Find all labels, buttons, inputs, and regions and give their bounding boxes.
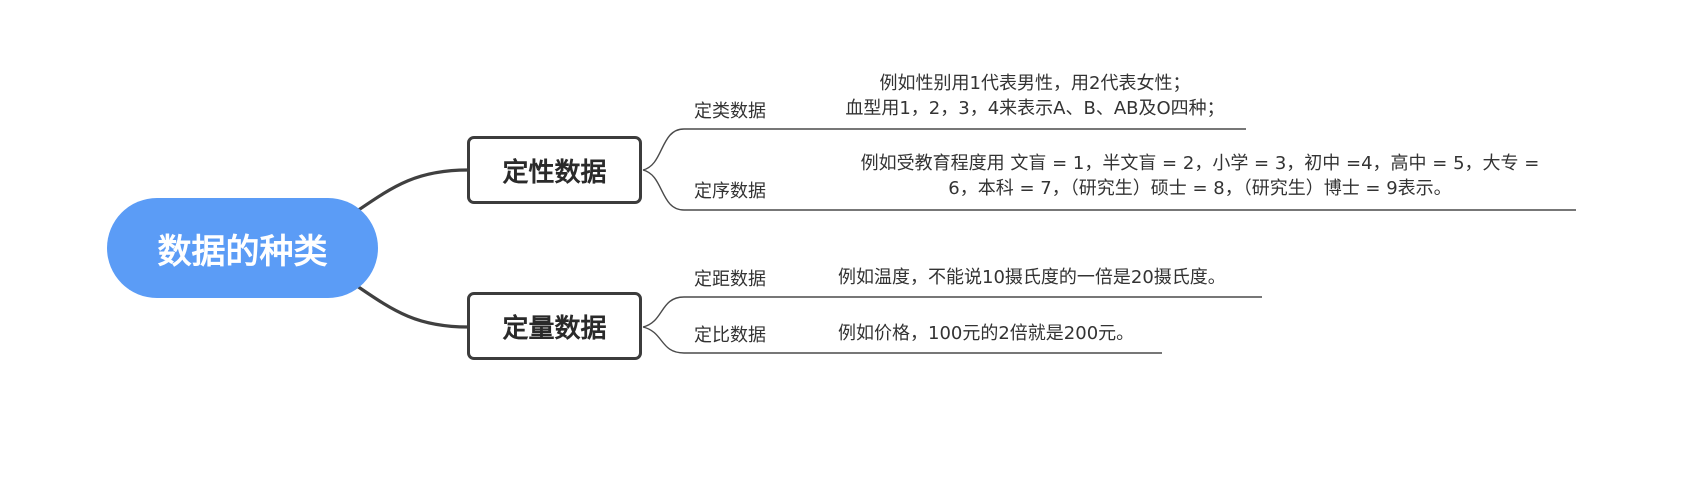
branch-label-quantitative: 定量数据 (502, 313, 607, 344)
description-ratio-line-1: 例如价格，100元的2倍就是200元。 (838, 323, 1135, 344)
root-node[interactable]: 数据的种类 (107, 198, 378, 298)
leaf-label-interval[interactable]: 定距数据 (694, 269, 766, 290)
branch-label-qualitative: 定性数据 (502, 157, 607, 188)
description-interval: 例如温度，不能说10摄氏度的一倍是20摄氏度。 (838, 265, 1226, 290)
root-connector-qualitative (356, 168, 469, 213)
description-ordinal-line-2: 6，本科 = 7，（研究生）硕士 = 8，（研究生）博士 = 9表示。 (948, 178, 1452, 199)
description-nominal: 例如性别用1代表男性，用2代表女性； 血型用1，2，3，4来表示A、B、AB及O… (830, 71, 1240, 121)
description-nominal-line-2: 血型用1，2，3，4来表示A、B、AB及O四种； (845, 98, 1225, 119)
description-ordinal-line-1: 例如受教育程度用 文盲 = 1，半文盲 = 2，小学 = 3，初中 =4，高中 … (860, 153, 1540, 174)
description-ordinal: 例如受教育程度用 文盲 = 1，半文盲 = 2，小学 = 3，初中 =4，高中 … (830, 151, 1570, 201)
branch-connector-nominal (642, 128, 824, 171)
description-nominal-line-1: 例如性别用1代表男性，用2代表女性； (879, 73, 1191, 94)
description-interval-line-1: 例如温度，不能说10摄氏度的一倍是20摄氏度。 (838, 267, 1226, 288)
branch-node-quantitative[interactable]: 定量数据 (467, 292, 642, 360)
branch-connector-ratio (642, 326, 824, 354)
branch-connector-interval (642, 296, 824, 328)
branch-connector-ordinal (642, 169, 824, 211)
root-connector-quantitative (356, 284, 469, 329)
branch-node-qualitative[interactable]: 定性数据 (467, 136, 642, 204)
leaf-label-ordinal[interactable]: 定序数据 (694, 181, 766, 202)
leaf-label-ratio[interactable]: 定比数据 (694, 325, 766, 346)
description-ratio: 例如价格，100元的2倍就是200元。 (838, 321, 1134, 346)
leaf-label-nominal[interactable]: 定类数据 (694, 101, 766, 122)
root-label: 数据的种类 (157, 231, 328, 272)
